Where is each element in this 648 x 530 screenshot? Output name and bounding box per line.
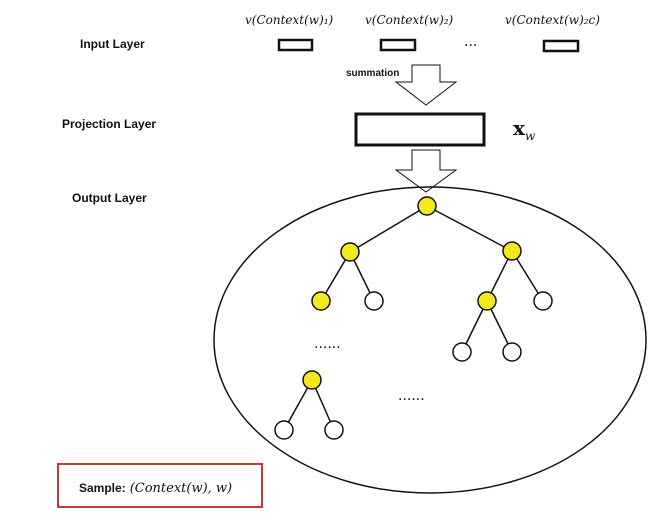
input-vector-box-2: [379, 38, 417, 52]
sample-label: Sample:: [79, 481, 126, 495]
projection-to-output-arrow: [394, 149, 458, 193]
summation-label: summation: [346, 68, 399, 79]
leaf-node: [324, 420, 344, 440]
summation-arrow: [394, 64, 458, 106]
root-node: [417, 196, 437, 216]
tree-nodes: [274, 196, 553, 440]
input-vector-box-2c: [542, 39, 580, 53]
leaf-node: [452, 342, 472, 362]
output-layer-ellipse: [213, 186, 647, 494]
tree-edge: [426, 205, 513, 252]
internal-node: [302, 370, 322, 390]
internal-node: [311, 291, 331, 311]
sample-value: (Context(w), w): [129, 481, 233, 496]
leaf-node: [533, 291, 553, 311]
internal-node: [477, 291, 497, 311]
leaf-node: [274, 420, 294, 440]
context-vector-label-2c: v(Context(w)₂c): [505, 13, 600, 27]
projection-layer-label: Projection Layer: [62, 117, 156, 131]
leaf-node: [502, 342, 522, 362]
tree-dots-left: ······: [314, 340, 341, 356]
context-vector-label-1: v(Context(w)₁): [245, 13, 334, 27]
leaf-node: [364, 291, 384, 311]
tree-dots-right: ······: [398, 392, 425, 408]
sample-text: Sample:(Context(w), w): [79, 479, 232, 497]
output-layer-label: Output Layer: [72, 191, 147, 205]
sample-box: Sample:(Context(w), w): [57, 463, 263, 508]
tree-edge: [511, 250, 544, 302]
context-vector-label-2: v(Context(w)₂): [365, 13, 454, 27]
input-layer-label: Input Layer: [80, 37, 145, 51]
internal-node: [340, 242, 360, 262]
projection-symbol: xw: [513, 116, 536, 143]
input-vector-box-1: [277, 38, 314, 52]
projection-box: [354, 112, 486, 147]
internal-node: [502, 241, 522, 261]
tree-edge: [349, 205, 428, 253]
input-ellipsis: ···: [464, 38, 477, 54]
